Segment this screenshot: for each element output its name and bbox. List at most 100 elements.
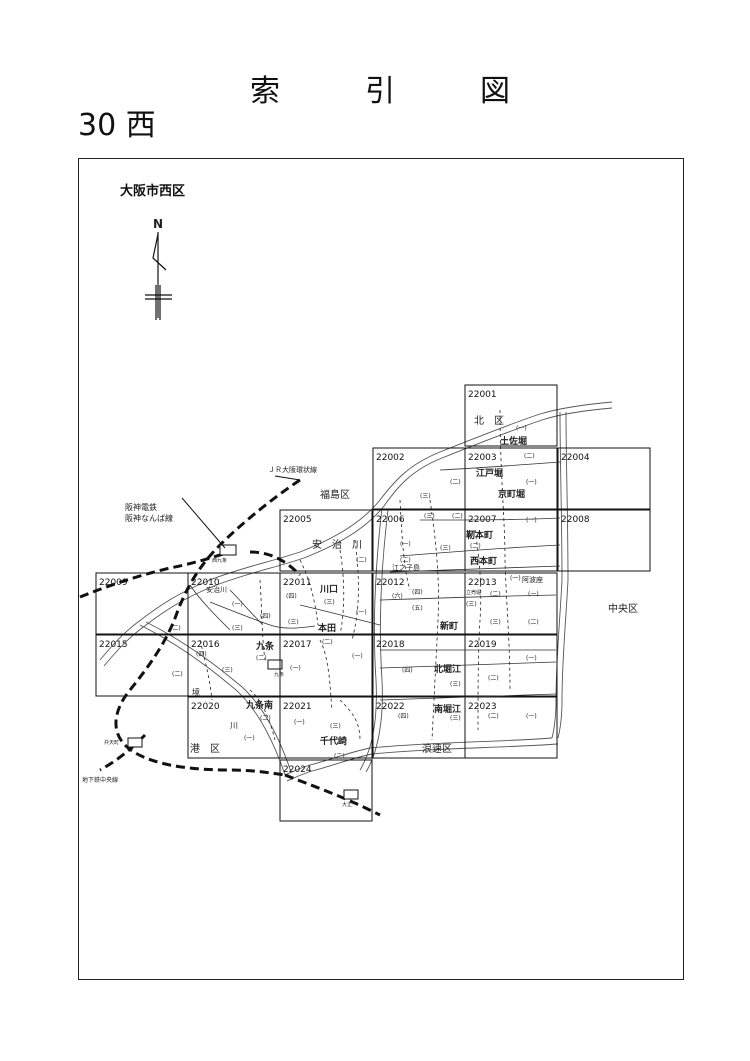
chome-label: (一) bbox=[294, 719, 305, 726]
chome-label: (二) bbox=[256, 655, 267, 662]
grid-cell-22024 bbox=[279, 759, 373, 822]
chome-label: (一) bbox=[400, 541, 411, 548]
label-nishikujo: 西九条 bbox=[212, 557, 227, 564]
grid-cell-label-22008: 22008 bbox=[561, 515, 590, 525]
grid-cell-22021 bbox=[279, 696, 373, 759]
chome-label: (六) bbox=[392, 592, 403, 600]
chome-label: (二) bbox=[260, 715, 271, 722]
grid-cell-label-22006: 22006 bbox=[376, 515, 405, 525]
label-hanshin-2: 阪神なんば線 bbox=[125, 513, 173, 523]
street-lines bbox=[189, 461, 561, 701]
chome-label: (三) bbox=[232, 625, 243, 632]
title-char-2: 引 bbox=[365, 74, 395, 109]
label-tachiuribori: 立売堀 bbox=[466, 589, 481, 596]
chome-label: (二) bbox=[488, 675, 499, 682]
chome-label: (二) bbox=[400, 557, 411, 564]
chome-label: (二) bbox=[334, 753, 345, 760]
chome-label: (一) bbox=[528, 591, 539, 598]
chome-label: (一) bbox=[526, 655, 537, 662]
chome-label: (一) bbox=[516, 425, 527, 432]
grid-cell-label-22020: 22020 bbox=[191, 702, 220, 712]
chome-label: (三) bbox=[450, 681, 461, 688]
chome-label: (三) bbox=[330, 723, 341, 730]
grid-cell-label-22001: 22001 bbox=[468, 390, 497, 400]
label-tosabori: 土佐堀 bbox=[500, 435, 527, 447]
chome-label: (四) bbox=[402, 667, 413, 674]
label-shinmachi: 新町 bbox=[440, 620, 458, 632]
chome-label: (一) bbox=[510, 575, 521, 582]
grid-cell-label-22024: 22024 bbox=[283, 765, 312, 775]
chome-label: (二) bbox=[490, 591, 501, 598]
sheet-number: 30 西 bbox=[78, 108, 156, 143]
chome-label: (一) bbox=[526, 713, 537, 720]
label-kujo: 九条 bbox=[255, 640, 275, 652]
chome-label: (一) bbox=[290, 665, 301, 672]
label-subway: 地下鉄中央線 bbox=[82, 776, 118, 784]
label-honden: 本田 bbox=[318, 622, 336, 634]
grid-cell-22013 bbox=[464, 572, 558, 635]
label-minamihorie: 南堀江 bbox=[434, 703, 461, 715]
chome-label: (一) bbox=[352, 653, 363, 660]
grid-cell-label-22015: 22015 bbox=[99, 640, 128, 650]
nishikujo-station-icon bbox=[219, 544, 237, 556]
chome-label: (四) bbox=[260, 613, 271, 620]
grid-cell-label-22021: 22021 bbox=[283, 702, 312, 712]
taisho-station-icon bbox=[343, 789, 359, 800]
north-label: N bbox=[153, 217, 163, 231]
label-ajigawa: 安 治 川 bbox=[312, 538, 362, 551]
chome-label: (五) bbox=[412, 605, 423, 612]
page-title: 索 引 図 bbox=[250, 66, 510, 110]
chome-label: (四) bbox=[398, 713, 409, 720]
chome-label: (一) bbox=[356, 609, 367, 616]
label-naniwa-ku: 浪速区 bbox=[422, 742, 452, 755]
label-jr-line: ＪＲ大阪環状線 bbox=[268, 465, 317, 474]
label-chiyozaki: 千代崎 bbox=[320, 735, 347, 747]
label-kitahorie: 北堀江 bbox=[434, 663, 461, 675]
grid-cell-22001 bbox=[464, 384, 558, 447]
chome-label: (一) bbox=[244, 735, 255, 742]
chome-label: (三) bbox=[288, 619, 299, 626]
label-kujominami: 九条南 bbox=[245, 699, 273, 711]
kujo-station-icon bbox=[267, 659, 283, 670]
grid-cell-label-22018: 22018 bbox=[376, 640, 405, 650]
grid-cell-22023 bbox=[464, 696, 558, 759]
chome-label: (三) bbox=[466, 601, 477, 608]
label-bentencho: 弁天町 bbox=[104, 739, 119, 746]
chome-label: (三) bbox=[450, 715, 461, 722]
grid-cell-22004 bbox=[557, 447, 651, 510]
chome-label: (四) bbox=[412, 589, 423, 596]
label-ajiisu: 阿波座 bbox=[522, 575, 543, 584]
label-kawa: 川 bbox=[230, 721, 238, 730]
label-fukushima-ku: 福島区 bbox=[320, 488, 350, 501]
chome-label: (二) bbox=[322, 639, 333, 646]
grid-cell-label-22019: 22019 bbox=[468, 640, 497, 650]
chome-label: (三) bbox=[324, 599, 335, 606]
chome-label: (三) bbox=[440, 545, 451, 552]
chome-label: (一) bbox=[232, 601, 243, 608]
chome-label: (三) bbox=[222, 667, 233, 674]
chome-label: (二) bbox=[172, 671, 183, 678]
label-ajigawa-short: 安治川 bbox=[206, 585, 227, 594]
grid-cell-22003 bbox=[464, 447, 558, 510]
grid-cell-label-22011: 22011 bbox=[283, 578, 312, 588]
title-char-3: 図 bbox=[480, 74, 510, 109]
bentencho-station-icon bbox=[127, 737, 143, 748]
grid-cell-22008 bbox=[557, 509, 651, 572]
label-edobori: 江戸堀 bbox=[476, 467, 503, 479]
chome-label: (二) bbox=[450, 479, 461, 486]
label-kyomachibori: 京町堀 bbox=[498, 488, 525, 500]
chome-label: (一) bbox=[526, 479, 537, 486]
chome-label: (二) bbox=[452, 513, 463, 520]
chome-label: (三) bbox=[424, 513, 435, 520]
label-utsubohonmachi: 靭本町 bbox=[466, 529, 493, 541]
grid-cell-label-22002: 22002 bbox=[376, 453, 405, 463]
chome-label: (四) bbox=[286, 593, 297, 600]
label-nishihonmachi: 西本町 bbox=[470, 555, 497, 567]
label-sakai: 境 bbox=[192, 687, 200, 697]
grid-cell-label-22012: 22012 bbox=[376, 578, 405, 588]
grid-cell-22017 bbox=[279, 634, 373, 697]
grid-cell-22007 bbox=[464, 509, 558, 572]
grid-cell-22011 bbox=[279, 572, 373, 635]
grid-cell-label-22005: 22005 bbox=[283, 515, 312, 525]
